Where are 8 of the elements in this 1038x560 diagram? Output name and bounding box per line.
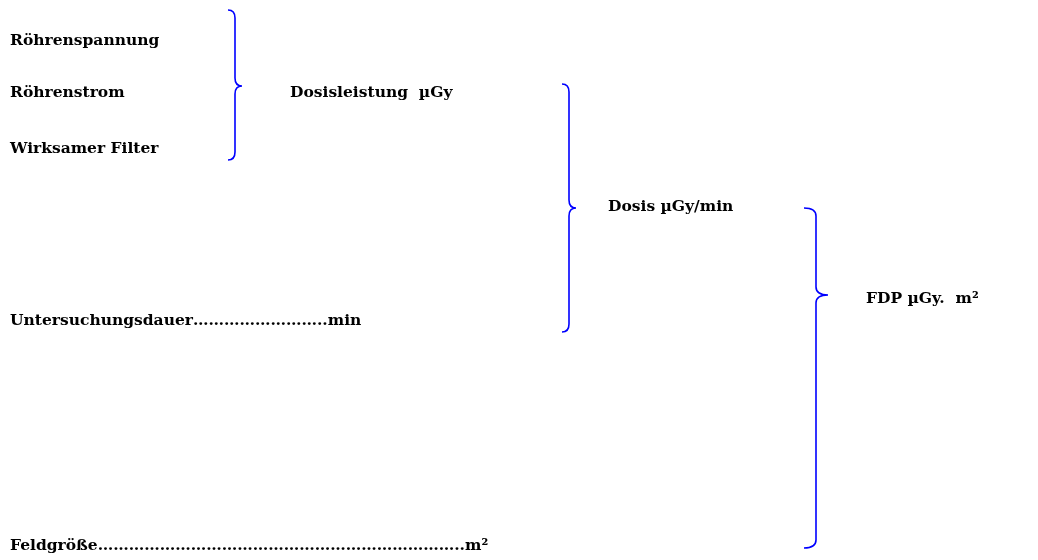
input-term: Untersuchungsdauer……………………..min (10, 310, 362, 330)
input-term: Röhrenspannung (10, 30, 160, 50)
input-term: Wirksamer Filter (10, 138, 159, 158)
result-term: FDP µGy. m² (866, 288, 979, 308)
result-term: Dosisleistung µGy (290, 82, 453, 102)
input-term: Feldgröße……………………………………………………………..m² (10, 535, 489, 555)
input-term: Röhrenstrom (10, 82, 125, 102)
result-term: Dosis µGy/min (608, 196, 734, 216)
